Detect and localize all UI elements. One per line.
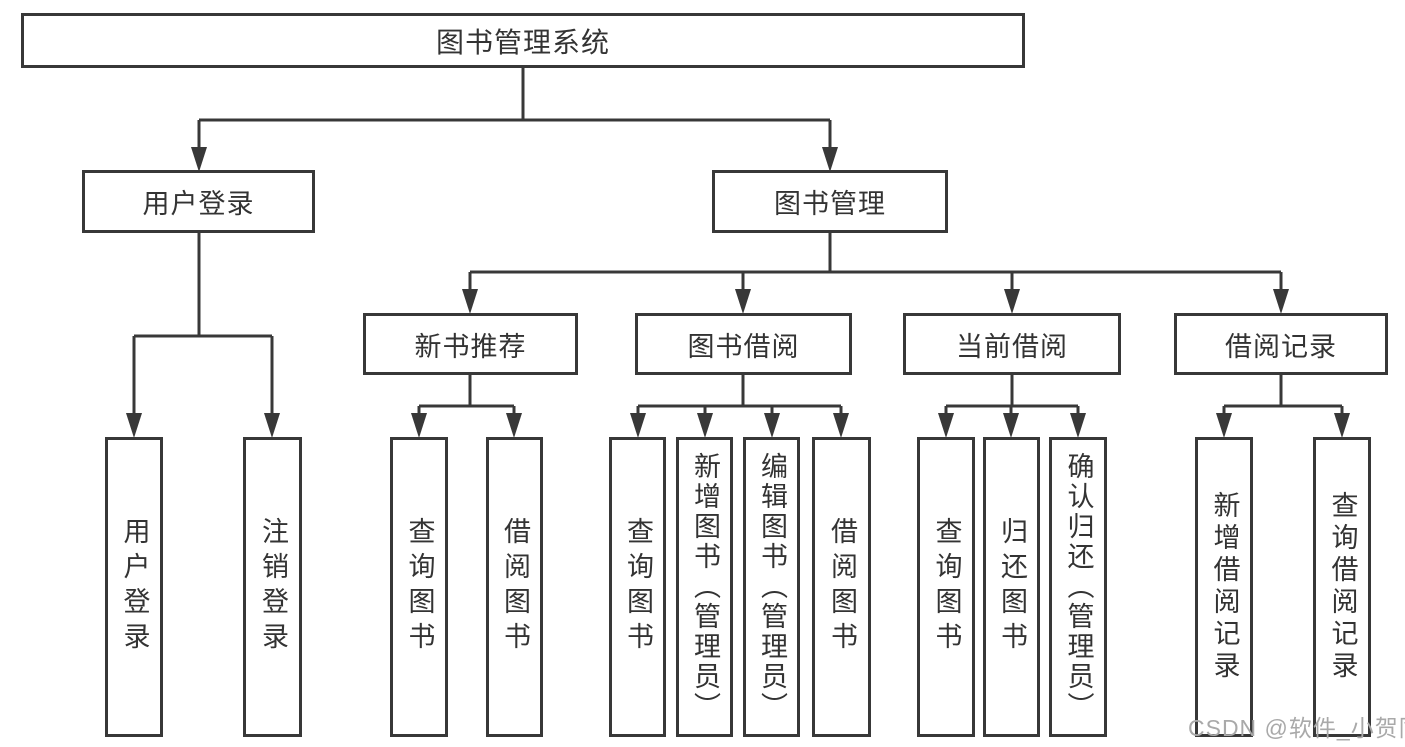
leaf-add-borrow-record: 新增借阅记录 bbox=[1195, 437, 1253, 737]
node-current-borrowing: 当前借阅 bbox=[903, 313, 1121, 375]
csdn-watermark: CSDN @软件_小贺同学 bbox=[1188, 715, 1405, 741]
leaf-query-borrow-record: 查询借阅记录 bbox=[1313, 437, 1371, 737]
node-borrowing-records: 借阅记录 bbox=[1174, 313, 1388, 375]
leaf-borrow-books-borrowing: 借阅图书 bbox=[812, 437, 871, 737]
leaf-edit-books-admin: 编辑图书（管理员） bbox=[743, 437, 800, 737]
node-new-book-recommendation: 新书推荐 bbox=[363, 313, 578, 375]
leaf-user-login: 用户登录 bbox=[105, 437, 163, 737]
leaf-add-books-admin: 新增图书（管理员） bbox=[676, 437, 733, 737]
arrowheads bbox=[126, 147, 1350, 438]
leaf-return-books: 归还图书 bbox=[983, 437, 1040, 737]
node-library-management-system: 图书管理系统 bbox=[21, 13, 1025, 68]
leaf-query-books-borrowing: 查询图书 bbox=[609, 437, 666, 737]
node-book-borrowing: 图书借阅 bbox=[635, 313, 852, 375]
node-user-login: 用户登录 bbox=[82, 170, 315, 233]
leaf-query-books-current: 查询图书 bbox=[917, 437, 975, 737]
node-book-management: 图书管理 bbox=[712, 170, 948, 233]
leaf-logout: 注销登录 bbox=[243, 437, 302, 737]
leaf-query-books-recommend: 查询图书 bbox=[390, 437, 448, 737]
leaf-borrow-books-recommend: 借阅图书 bbox=[486, 437, 543, 737]
leaf-confirm-return-admin: 确认归还（管理员） bbox=[1049, 437, 1107, 737]
